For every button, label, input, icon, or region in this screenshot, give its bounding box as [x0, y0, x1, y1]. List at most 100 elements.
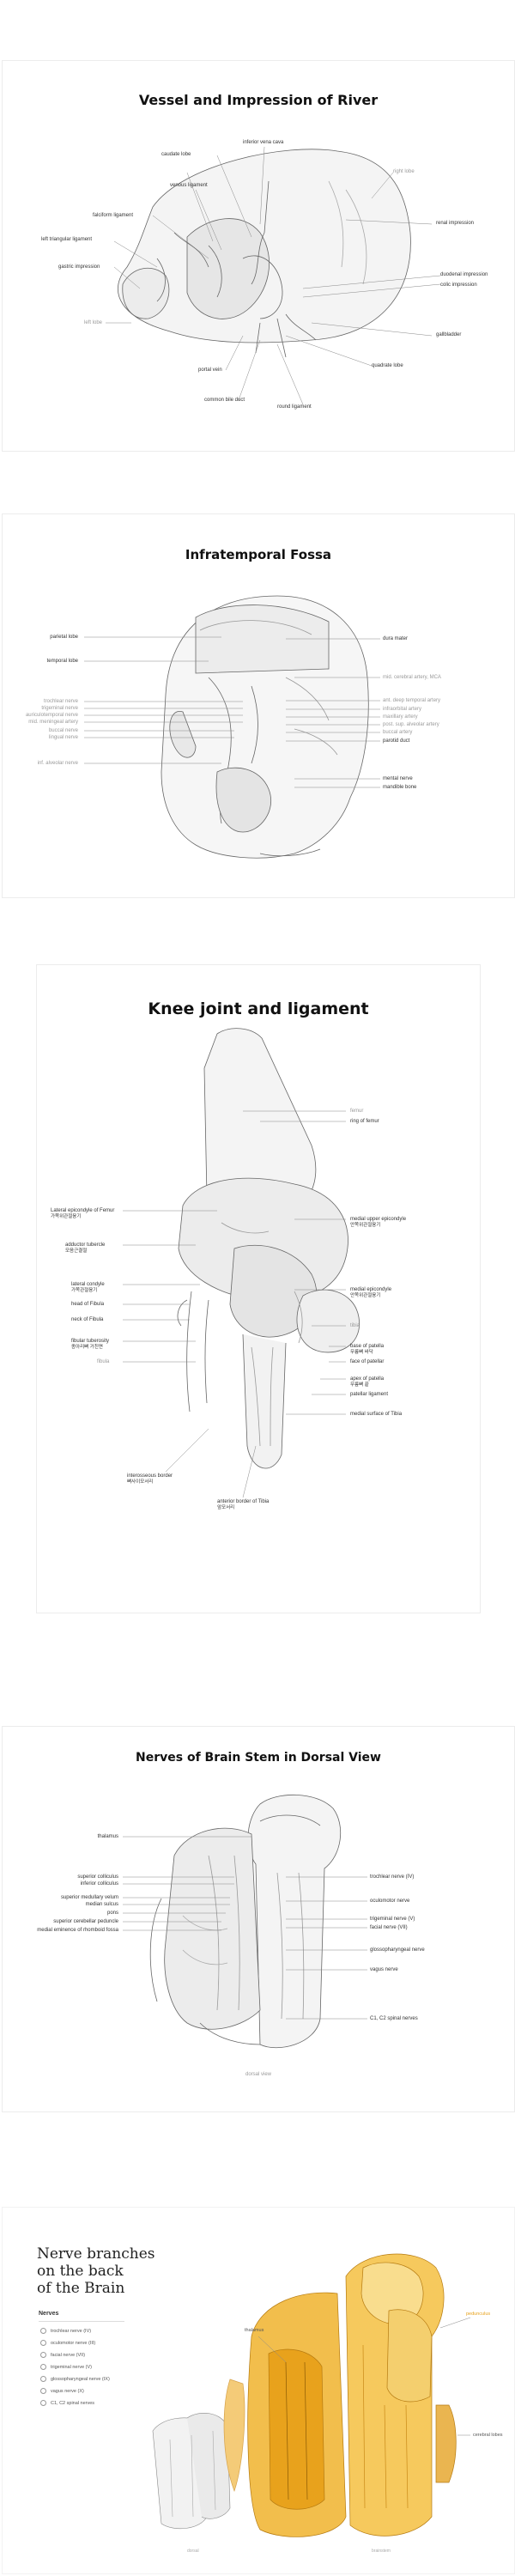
label-trigeminal-nerve: trigeminal nerve (V) [370, 1917, 415, 1922]
label-common-bile-duct: common bile duct [204, 398, 245, 403]
label-infraorbital-artery: infraorbital artery [383, 707, 422, 712]
label-inferior-colliculus: inferior colliculus [80, 1881, 118, 1886]
label-facial-nerve: facial nerve (VII) [370, 1925, 408, 1930]
label-ant-deep-temporal-artery: ant. deep temporal artery [383, 698, 441, 703]
label-duodenal-impression: duodenal impression [440, 272, 488, 277]
label-gallbladder: gallbladder [436, 332, 462, 337]
label-mid-meningeal-artery: mid. meningeal artery [28, 720, 78, 725]
panel-knee: Knee joint and ligament [36, 964, 481, 1613]
label-post-sup-alveolar-artery: post. sup. alveolar artery [383, 722, 439, 727]
label-thalamus: thalamus [97, 1834, 118, 1839]
legend-heading: Nerves [39, 2311, 59, 2317]
label-ring-of-femur: ring of femur [350, 1119, 379, 1124]
label-falciform-ligament: falciform ligament [93, 213, 134, 218]
panel-infratemporal: Infratemporal Fossa [2, 513, 515, 898]
label-trochlear-nerve: trochlear nerve [43, 699, 78, 704]
label-maxillary-artery: maxillary artery [383, 714, 418, 720]
label-mandible-bone: mandible bone [383, 785, 417, 790]
panel-title: Nerve branches on the back of the Brain [37, 2245, 155, 2297]
label-inf-alveolar-nerve: inf. alveolar nerve [37, 761, 78, 766]
footnote-dorsal: dorsal [187, 2549, 199, 2554]
label-superior-cerebellar-peduncle: superior cerebellar peduncle [53, 1919, 118, 1924]
knee-illustration [123, 1028, 360, 1498]
label-left-lobe: left lobe [84, 320, 103, 325]
label-colic-impression: colic impression [440, 283, 477, 288]
legend-divider [39, 2321, 124, 2322]
label-venous-ligament: venous ligament [170, 183, 208, 188]
label-glossopharyngeal-nerve: glossopharyngeal nerve [370, 1947, 425, 1953]
panel-nerve-branches: Nerve branches on the back of the Brain … [2, 2207, 515, 2574]
label-femur: femur [350, 1109, 364, 1114]
label-temporal-lobe: temporal lobe [46, 659, 78, 664]
label-superior-medullary-velum: superior medullary velum [60, 1895, 118, 1900]
label-trigeminal-nerve: trigeminal nerve [41, 706, 78, 711]
label-fibula: fibula [97, 1359, 110, 1364]
label-renal-impression: renal impression [436, 221, 475, 226]
legend-item-facial: facial nerve (VII) [40, 2352, 85, 2358]
head-illustration [84, 595, 380, 859]
label-parietal-lobe: parietal lobe [50, 635, 78, 640]
callout-thalamus: thalamus [245, 2328, 264, 2333]
legend-dot-icon [40, 2376, 46, 2382]
label-auriculotemporal-nerve: auriculotemporal nerve [25, 713, 78, 718]
label-mca: mid. cerebral artery, MCA [383, 675, 441, 680]
label-tibia: tibia [350, 1323, 360, 1328]
label-neck-of-fibula: neck of Fibula [71, 1317, 104, 1322]
caption-dorsal-view: dorsal view [245, 2072, 272, 2077]
legend-item-vagus: vagus nerve (X) [40, 2388, 84, 2394]
label-portal-vein: portal vein [198, 368, 222, 373]
callout-pedunculus: pedunculus [466, 2312, 491, 2317]
footnote-brainstem: brainstem [372, 2549, 391, 2554]
label-buccal-artery: buccal artery [383, 730, 413, 735]
label-medial-surface-of-tibia: medial surface of Tibia [350, 1412, 403, 1417]
callout-cerebral-lobes: cerebral lobes [473, 2433, 503, 2438]
label-gastric-impression: gastric impression [58, 264, 100, 270]
label-vagus-nerve: vagus nerve [370, 1967, 398, 1972]
label-patellar-ligament: patellar ligament [350, 1392, 389, 1397]
label-ivc: inferior vena cava [243, 140, 284, 145]
label-round-ligament: round ligament [277, 404, 312, 410]
label-medial-eminence: medial eminence of rhomboid fossa [37, 1928, 118, 1933]
label-buccal-nerve: buccal nerve [48, 728, 78, 733]
panel-liver: Vessel and Impression of River [2, 60, 515, 452]
label-right-lobe: right lobe [393, 169, 415, 174]
liver-illustration [106, 146, 441, 405]
panel-title: Nerves of Brain Stem in Dorsal View [136, 1751, 381, 1765]
label-trochlear-nerve: trochlear nerve (IV) [370, 1874, 415, 1880]
legend-dot-icon [40, 2364, 46, 2370]
panel-title: Infratemporal Fossa [185, 547, 332, 562]
label-dura-mater: dura mater [383, 636, 409, 641]
label-lingual-nerve: lingual nerve [48, 735, 78, 740]
label-parotid-duct: parotid duct [383, 738, 410, 744]
label-left-triangular-ligament: left triangular ligament [41, 237, 93, 242]
legend-item-trigeminal: trigeminal nerve (V) [40, 2364, 92, 2370]
legend-item-spinal: C1, C2 spinal nerves [40, 2400, 94, 2406]
legend-dot-icon [40, 2340, 46, 2346]
legend-dot-icon [40, 2328, 46, 2334]
legend-item-glossopharyngeal: glossopharyngeal nerve (IX) [40, 2376, 110, 2382]
panel-brainstem: Nerves of Brain Stem in Dorsal View [2, 1726, 515, 2112]
legend-item-oculomotor: oculomotor nerve (III) [40, 2340, 95, 2346]
label-superior-colliculus: superior colliculus [77, 1874, 118, 1880]
brainstem-illustration [123, 1794, 367, 2048]
label-median-sulcus: median sulcus [85, 1902, 118, 1907]
label-quadrate-lobe: quadrate lobe [372, 363, 403, 368]
label-pons: pons [106, 1911, 118, 1916]
panel-title: Vessel and Impression of River [138, 92, 379, 108]
label-oculomotor-nerve: oculomotor nerve [370, 1899, 410, 1904]
label-mental-nerve: mental nerve [383, 776, 413, 781]
label-head-of-fibula: head of Fibula [71, 1302, 105, 1307]
panel-title: Knee joint and ligament [148, 999, 369, 1018]
legend-dot-icon [40, 2388, 46, 2394]
label-c1-c2-spinal-nerves: C1, C2 spinal nerves [370, 2016, 418, 2021]
